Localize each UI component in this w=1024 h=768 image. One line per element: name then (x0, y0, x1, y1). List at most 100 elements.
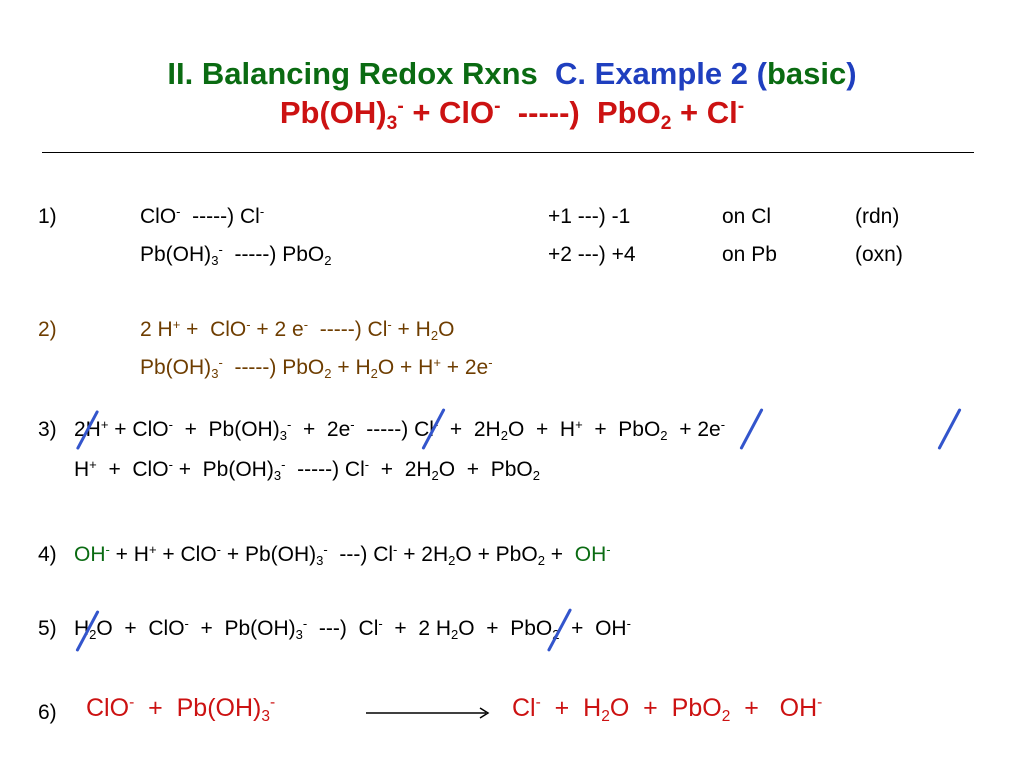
eq-sup: - (281, 456, 286, 472)
eq-sub: 2 (451, 626, 459, 642)
eq-sup: + (172, 316, 181, 332)
eq-part: + H (331, 356, 371, 379)
subtitle-part: -----) PbO (500, 95, 661, 130)
eq-sub: 2 (324, 252, 332, 268)
eq-sup: + (100, 416, 109, 432)
eq-sub: 2 (448, 552, 456, 568)
step1-r2-element: on Pb (722, 243, 777, 266)
eq-sup: - (535, 694, 541, 712)
step1-r1-type: (rdn) (855, 205, 900, 228)
eq-sub: 3 (273, 467, 282, 483)
eq-part: O + ClO (96, 617, 185, 640)
title-close: ) (846, 56, 857, 91)
step3-reaction1: 2H+ + ClO- + Pb(OH)3- + 2e- -----) Cl- +… (74, 417, 725, 443)
eq-part: -----) PbO (222, 356, 325, 379)
eq-sup: - (488, 354, 493, 370)
eq-sub: 2 (500, 427, 508, 443)
eq-part: + OH (559, 617, 627, 640)
eq-part: + 2H (369, 458, 432, 481)
eq-part: + H (109, 543, 149, 566)
eq-part: 2 H (140, 318, 173, 341)
eq-part: + OH (730, 694, 818, 722)
eq-part: + ClO (180, 318, 247, 341)
step1-r1-change: +1 ---) -1 (548, 205, 631, 228)
step1-reaction2: Pb(OH)3- -----) PbO2 (140, 242, 332, 268)
subtitle-sub: 3 (386, 112, 398, 134)
eq-sub: 3 (261, 707, 270, 725)
eq-part: -----) Cl (308, 318, 388, 341)
step5-label: 5) (38, 617, 57, 640)
eq-part: ---) Cl (327, 543, 394, 566)
eq-part: O + H (377, 356, 434, 379)
eq-sup: - (216, 541, 222, 557)
eq-sub: 3 (316, 552, 324, 568)
slide-subtitle: Pb(OH)3- + ClO- -----) PbO2 + Cl- (0, 95, 1024, 134)
step1-label: 1) (38, 205, 57, 228)
eq-part: + 2 e (250, 318, 304, 341)
subtitle-part: Pb(OH) (279, 95, 387, 130)
eq-sub: 2 (532, 467, 541, 483)
title-basic: basic (766, 56, 847, 91)
eq-sub: 2 (370, 365, 378, 381)
eq-part: ClO (140, 205, 177, 228)
eq-sub: 3 (295, 626, 303, 642)
eq-part: + H (391, 318, 431, 341)
eq-part: ---) Cl (307, 617, 379, 640)
eq-sup: - (817, 694, 823, 712)
title-prefix: II. Balancing Redox Rxns (167, 56, 538, 91)
eq-part: O + PbO (455, 543, 538, 566)
step6-label: 6) (38, 701, 57, 724)
step3-reaction2: H+ + ClO- + Pb(OH)3- -----) Cl- + 2H2O +… (74, 457, 540, 483)
eq-part: + (544, 543, 575, 566)
subtitle-part: + ClO (403, 95, 495, 130)
eq-sub: 2 (89, 626, 97, 642)
eq-sub: 2 (324, 365, 332, 381)
eq-sup: - (105, 541, 110, 557)
eq-part: + Pb(OH) (172, 458, 274, 481)
eq-sub: 2 (537, 552, 545, 568)
eq-part: O (438, 318, 455, 341)
eq-part: + H (540, 694, 602, 722)
eq-sub: 2 (431, 467, 439, 483)
subtitle-sub: 2 (660, 112, 672, 134)
eq-sup: - (350, 416, 355, 432)
subtitle-sup: - (737, 96, 745, 118)
eq-sup: - (286, 416, 292, 432)
eq-part: O + H (507, 418, 576, 441)
eq-sup: - (218, 354, 223, 370)
eq-sub: 2 (721, 707, 731, 725)
eq-part: + Pb(OH) (221, 543, 317, 566)
eq-sup: - (176, 203, 181, 219)
eq-sup: - (626, 615, 631, 631)
step1-r1-element: on Cl (722, 205, 772, 228)
eq-part: + 2e (667, 418, 721, 441)
eq-sup: - (269, 694, 276, 712)
eq-sup: - (129, 694, 135, 712)
eq-sup: - (168, 456, 173, 472)
step1-r2-change: +2 ---) +4 (548, 243, 636, 266)
eq-sup: - (364, 456, 370, 472)
eq-sup: - (218, 241, 223, 257)
eq-part: Cl (512, 694, 536, 722)
eq-sup: - (393, 541, 398, 557)
eq-part: + ClO (108, 418, 169, 441)
eq-part: + 2e (440, 356, 489, 379)
step3-label: 3) (38, 418, 57, 441)
eq-sup: - (259, 203, 265, 219)
eq-part: -----) Cl (180, 205, 260, 228)
eq-part: O + PbO (609, 694, 722, 722)
eq-sup: - (378, 615, 383, 631)
step5-reaction: H2O + ClO- + Pb(OH)3- ---) Cl- + 2 H2O +… (74, 616, 631, 642)
eq-part: OH (74, 543, 106, 566)
step4-label: 4) (38, 543, 57, 566)
eq-part: + 2e (291, 418, 351, 441)
subtitle-sup: - (494, 96, 501, 118)
eq-sub: 2 (430, 327, 439, 343)
title-example: C. Example 2 ( (555, 56, 767, 91)
eq-part: ClO (86, 694, 130, 722)
step2-reaction2: Pb(OH)3- -----) PbO2 + H2O + H+ + 2e- (140, 355, 493, 381)
eq-part: -----) Cl (354, 418, 434, 441)
eq-part: -----) Cl (285, 458, 365, 481)
eq-part: + PbO (582, 418, 661, 441)
step2-reaction1: 2 H+ + ClO- + 2 e- -----) Cl- + H2O (140, 317, 454, 343)
